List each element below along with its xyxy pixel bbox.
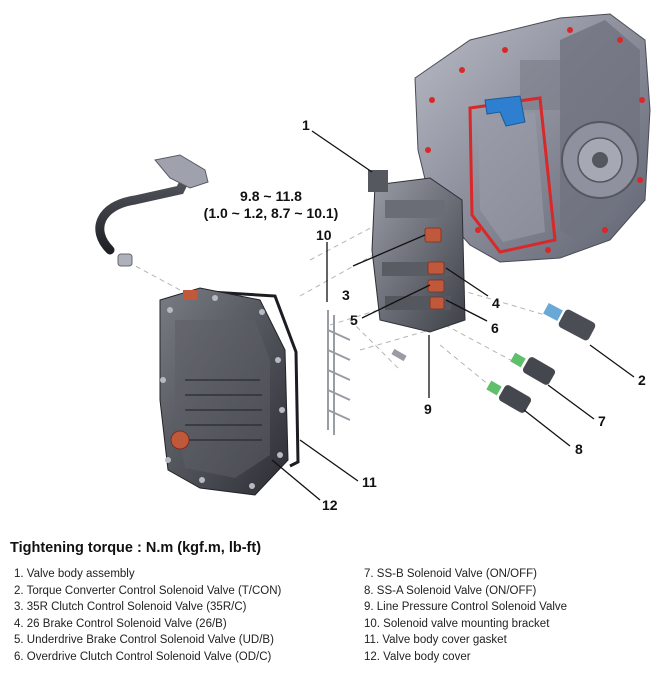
legend-item: 9. Line Pressure Control Solenoid Valve — [364, 601, 568, 614]
legend-item: 5. Underdrive Brake Control Solenoid Val… — [14, 634, 274, 647]
callout-6: 6 — [491, 320, 499, 336]
exploded-view-diagram — [95, 13, 651, 501]
legend-title: Tightening torque : N.m (kgf.m, lb-ft) — [10, 540, 262, 556]
callout-5: 5 — [350, 312, 358, 328]
breather-hose — [95, 154, 209, 267]
solenoid-mounting-bracket — [327, 310, 351, 435]
legend-item: 1. Valve body assembly — [14, 568, 135, 580]
tcon-solenoid-valve — [543, 302, 596, 341]
bracket-bolt — [391, 348, 407, 362]
transmission-case — [414, 13, 651, 263]
legend-left-column: 1. Valve body assembly 2. Torque Convert… — [14, 566, 281, 666]
leader-lines — [271, 130, 635, 501]
valve-body-assembly — [368, 170, 466, 333]
callout-8: 8 — [575, 441, 583, 457]
ss-b-solenoid-valve — [510, 352, 556, 385]
torque-spec: 9.8 ~ 11.8 (1.0 ~ 1.2, 8.7 ~ 10.1) — [196, 188, 346, 222]
legend-item: 12. Valve body cover — [364, 650, 471, 663]
callout-12: 12 — [322, 497, 338, 513]
callout-4: 4 — [492, 295, 500, 311]
valve-body-cover-gasket — [209, 290, 300, 468]
legend-item: 10. Solenoid valve mounting bracket — [364, 617, 550, 630]
legend-item: 7. SS-B Solenoid Valve (ON/OFF) — [364, 568, 537, 580]
ss-a-solenoid-valve — [486, 380, 532, 413]
torque-spec-line2: (1.0 ~ 1.2, 8.7 ~ 10.1) — [203, 205, 339, 221]
valve-body-cover — [159, 287, 289, 496]
callout-9: 9 — [424, 401, 432, 417]
legend-item: 11. Valve body cover gasket — [364, 634, 507, 647]
callout-11: 11 — [362, 474, 377, 490]
legend-item: 2. Torque Converter Control Solenoid Val… — [14, 584, 282, 597]
callout-1: 1 — [302, 117, 310, 133]
callout-10: 10 — [316, 227, 332, 243]
legend-right-column: 7. SS-B Solenoid Valve (ON/OFF) 8. SS-A … — [364, 566, 567, 666]
legend-item: 8. SS-A Solenoid Valve (ON/OFF) — [364, 584, 537, 597]
callout-7: 7 — [598, 413, 606, 429]
callout-3: 3 — [342, 287, 350, 303]
callout-2: 2 — [638, 372, 646, 388]
legend-item: 6. Overdrive Clutch Control Solenoid Val… — [14, 650, 272, 663]
torque-spec-line1: 9.8 ~ 11.8 — [240, 188, 302, 204]
legend-item: 4. 26 Brake Control Solenoid Valve (26/B… — [14, 617, 227, 630]
legend-item: 3. 35R Clutch Control Solenoid Valve (35… — [14, 601, 247, 614]
